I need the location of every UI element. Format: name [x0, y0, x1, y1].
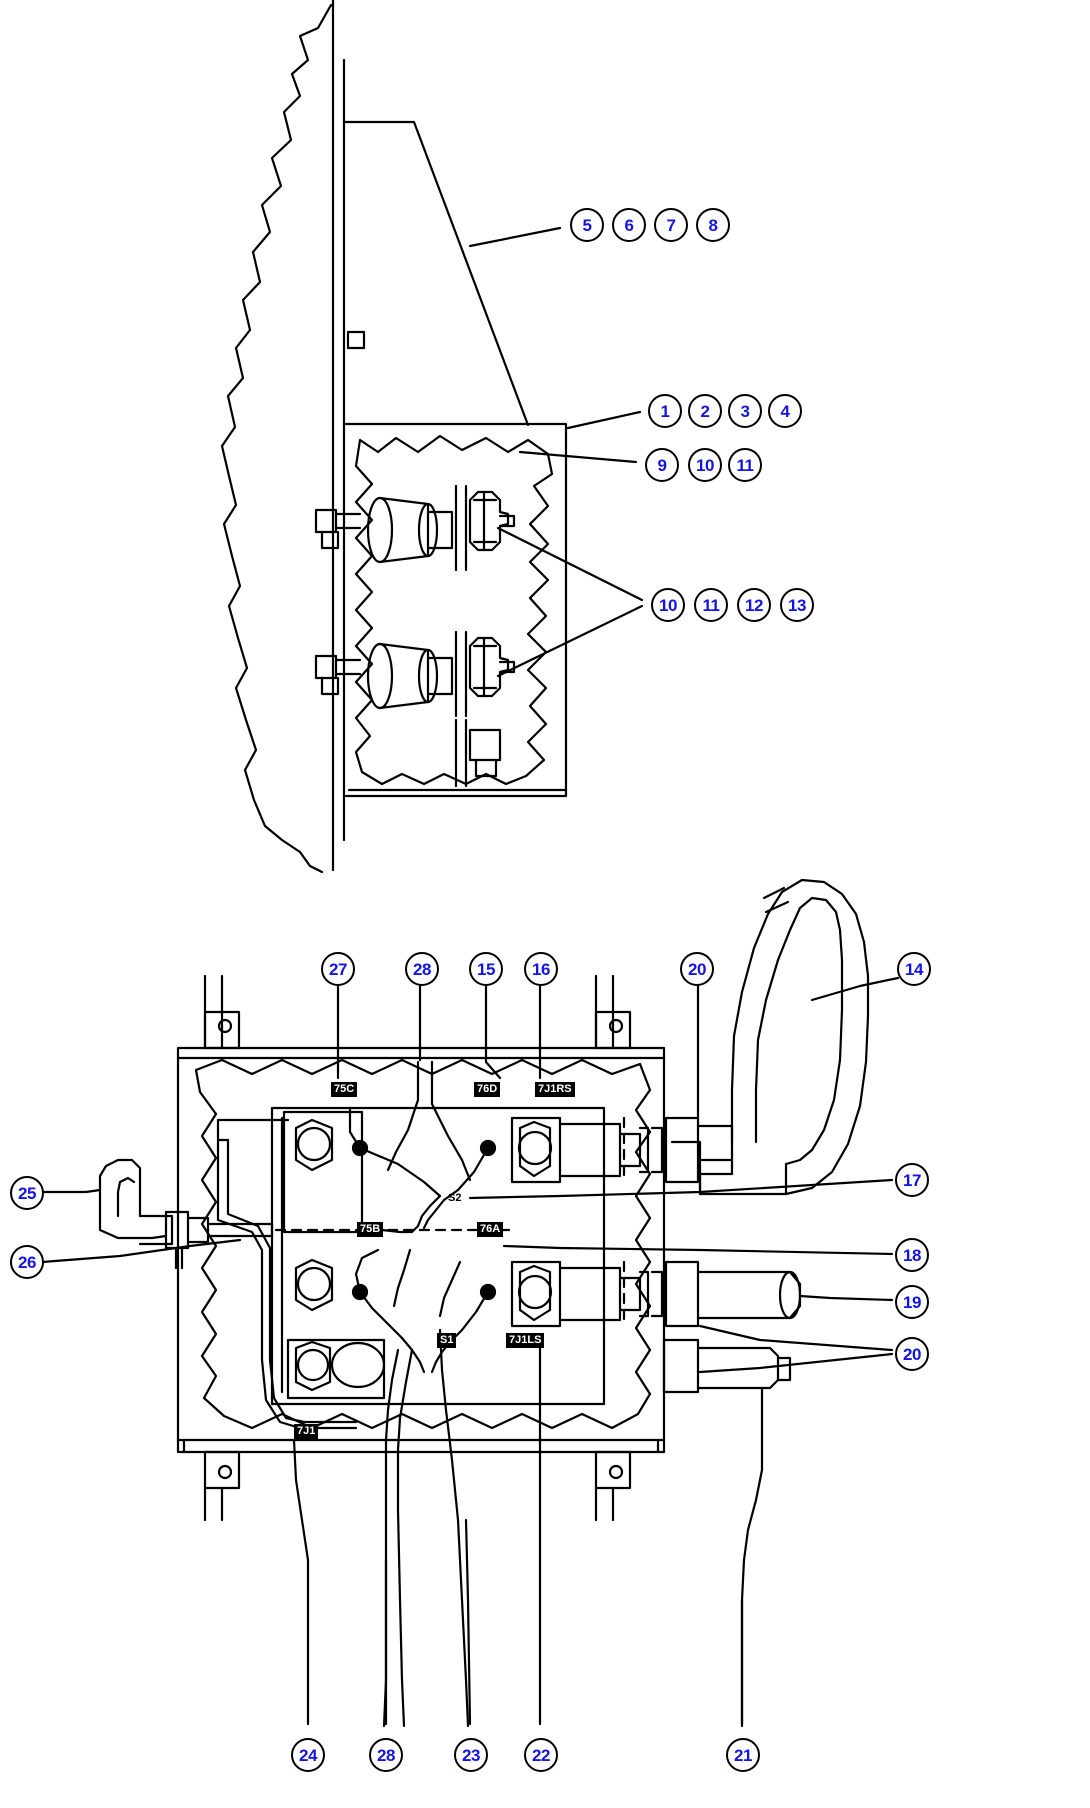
leader-10-11-12-13-b: [496, 604, 644, 678]
lower-fitting: [454, 630, 516, 718]
callout-25[interactable]: 25: [10, 1176, 44, 1210]
wire-tag-7j1rs: 7J1RS: [535, 1082, 575, 1097]
wire-tag-75b: 75B: [357, 1222, 384, 1237]
callout-28-bottom[interactable]: 28: [369, 1738, 403, 1772]
leader-23: [464, 1518, 472, 1726]
leader-15: [484, 966, 502, 1080]
wire-tag-76d: 76D: [474, 1082, 501, 1097]
wire-tag-s2: S2: [448, 1192, 462, 1204]
leader-20b-b: [698, 1352, 894, 1374]
callout-18[interactable]: 18: [895, 1238, 929, 1272]
leader-10-11-12-13-a: [496, 526, 644, 602]
valve-block: [270, 1106, 606, 1406]
callout-28-top[interactable]: 28: [405, 952, 439, 986]
callout-22[interactable]: 22: [524, 1738, 558, 1772]
wire-tag-7j1: 7J1: [294, 1424, 319, 1439]
callout-26[interactable]: 26: [10, 1245, 44, 1279]
hose-14: [670, 878, 870, 1196]
wire-tag-76a: 76A: [477, 1222, 504, 1237]
upper-fitting: [454, 484, 516, 572]
callout-23[interactable]: 23: [454, 1738, 488, 1772]
bracket-notch: [346, 330, 366, 350]
callout-12[interactable]: 12: [737, 588, 771, 622]
callout-8[interactable]: 8: [696, 208, 730, 242]
leader-14: [810, 976, 900, 1002]
manifold-mount-ears: [182, 974, 660, 1522]
leader-9-10-11: [518, 450, 638, 464]
wire-tag-7j1ls: 7J1LS: [506, 1333, 545, 1348]
callout-17[interactable]: 17: [895, 1163, 929, 1197]
callout-5[interactable]: 5: [570, 208, 604, 242]
wiring-harness-lower: [351, 1248, 497, 1728]
upper-port-assembly: [510, 1116, 734, 1184]
leader-17: [468, 1178, 894, 1200]
callout-27[interactable]: 27: [321, 952, 355, 986]
leader-1234: [566, 410, 642, 430]
wire-tag-s1: S1: [437, 1333, 457, 1348]
lower-port-assembly: [510, 1260, 802, 1328]
upper-bracket: [342, 120, 530, 427]
callout-10-lower[interactable]: 10: [651, 588, 685, 622]
leader-24: [292, 1438, 310, 1726]
callout-2[interactable]: 2: [688, 394, 722, 428]
housing-cutaway-edge: [354, 434, 554, 786]
callout-16[interactable]: 16: [524, 952, 558, 986]
leader-19: [798, 1294, 894, 1302]
wire-tag-75c: 75C: [331, 1082, 358, 1097]
callout-7[interactable]: 7: [654, 208, 688, 242]
bottom-port-assembly: [662, 1338, 792, 1728]
callout-19[interactable]: 19: [895, 1285, 929, 1319]
callout-24[interactable]: 24: [291, 1738, 325, 1772]
callout-9[interactable]: 9: [645, 448, 679, 482]
callout-14[interactable]: 14: [897, 952, 931, 986]
manifold-outline: [176, 1046, 666, 1454]
leader-18: [502, 1244, 894, 1256]
hidden-centerline: [274, 1116, 626, 1328]
callout-1[interactable]: 1: [648, 394, 682, 428]
callout-10-upper[interactable]: 10: [688, 448, 722, 482]
leader-25: [40, 1188, 102, 1194]
wiring-harness-upper: [348, 1060, 497, 1234]
callout-15[interactable]: 15: [469, 952, 503, 986]
callout-13[interactable]: 13: [780, 588, 814, 622]
hose-25: [98, 1158, 274, 1270]
leader-20b-a: [698, 1324, 894, 1352]
manifold-cutaway-edge: [194, 1058, 652, 1430]
callout-20-right[interactable]: 20: [895, 1337, 929, 1371]
callout-11-upper[interactable]: 11: [728, 448, 762, 482]
callout-21[interactable]: 21: [726, 1738, 760, 1772]
housing-box: [344, 422, 568, 798]
callout-6[interactable]: 6: [612, 208, 646, 242]
callout-20-top[interactable]: 20: [680, 952, 714, 986]
lower-valve-body: [314, 642, 454, 710]
callout-11-lower[interactable]: 11: [694, 588, 728, 622]
left-cap-cluster: [282, 1110, 386, 1400]
break-edge-line: [220, 3, 333, 874]
callout-4[interactable]: 4: [768, 394, 802, 428]
leader-26: [40, 1238, 242, 1264]
lower-aux-fitting: [454, 718, 502, 788]
upper-valve-body: [314, 496, 454, 564]
leader-5678: [468, 226, 562, 248]
callout-3[interactable]: 3: [728, 394, 762, 428]
